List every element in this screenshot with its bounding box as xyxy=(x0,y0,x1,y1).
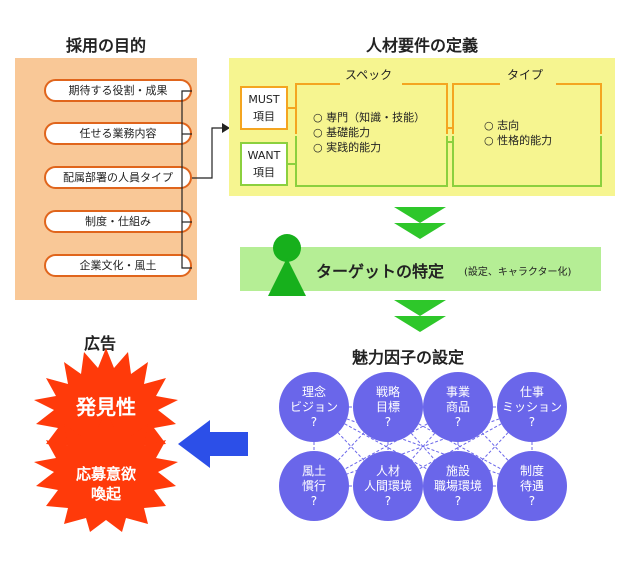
factor-label: 戦略 目標 ? xyxy=(375,384,400,429)
factor-label: 制度 待遇 ? xyxy=(519,463,544,508)
requirements-title: 人材要件の定義 xyxy=(365,36,478,55)
factor-label: 理念 ビジョン ? xyxy=(289,384,338,429)
purpose-title: 採用の目的 xyxy=(65,36,146,55)
factor-label: 風土 慣行 ? xyxy=(301,463,326,508)
requirements-panel xyxy=(229,58,615,196)
spec-item: ○ 基礎能力 xyxy=(313,126,371,139)
spec-item: ○ 専門（知識・技能） xyxy=(313,111,426,124)
factor-circle: 理念 ビジョン ? xyxy=(279,372,349,442)
spec-header: スペック xyxy=(345,68,393,82)
spec-item: ○ 実践的能力 xyxy=(313,141,382,154)
type-list: ○ 志向 ○ 性格的能力 xyxy=(484,118,552,148)
factor-circle: 戦略 目標 ? xyxy=(353,372,423,442)
burst-icon xyxy=(34,348,178,532)
target-label: ターゲットの特定 xyxy=(316,262,445,281)
factor-label: 施設 職場環境 ? xyxy=(433,463,482,508)
type-item: ○ 志向 xyxy=(484,119,520,132)
must-label: MUST 項目 xyxy=(240,86,288,130)
factor-circle: 事業 商品 ? xyxy=(423,372,493,442)
purpose-item: 企業文化・風土 xyxy=(44,254,192,277)
spec-list: ○ 専門（知識・技能） ○ 基礎能力 ○ 実践的能力 xyxy=(313,110,425,155)
ad-motivation: 応募意欲 喚起 xyxy=(75,465,136,503)
down-arrow-icon xyxy=(394,207,446,239)
purpose-item: 制度・仕組み xyxy=(44,210,192,233)
type-item: ○ 性格的能力 xyxy=(484,134,553,147)
factor-circle: 人材 人間環境 ? xyxy=(353,451,423,521)
factors-title: 魅力因子の設定 xyxy=(351,348,464,367)
purpose-item: 期待する役割・成果 xyxy=(44,79,192,102)
ad-title: 広告 xyxy=(83,334,116,353)
factor-label: 人材 人間環境 ? xyxy=(363,463,412,508)
factor-circle: 風土 慣行 ? xyxy=(279,451,349,521)
purpose-panel: 期待する役割・成果 任せる業務内容 配属部署の人員タイプ 制度・仕組み 企業文化… xyxy=(15,58,197,300)
target-note: (設定、キャラクター化) xyxy=(464,267,572,278)
purpose-item: 配属部署の人員タイプ xyxy=(44,166,192,189)
factor-label: 仕事 ミッション ? xyxy=(501,384,562,429)
down-arrow-icon xyxy=(394,300,446,332)
ad-discovery: 発見性 xyxy=(76,395,136,419)
want-label: WANT 項目 xyxy=(240,142,288,186)
left-arrow-icon xyxy=(178,420,248,468)
person-icon xyxy=(268,234,306,296)
type-header: タイプ xyxy=(507,68,544,82)
factor-circle: 仕事 ミッション ? xyxy=(497,372,567,442)
target-band xyxy=(240,247,601,291)
factor-label: 事業 商品 ? xyxy=(445,384,470,429)
factor-circle: 施設 職場環境 ? xyxy=(423,451,493,521)
purpose-item: 任せる業務内容 xyxy=(44,122,192,145)
factor-circle: 制度 待遇 ? xyxy=(497,451,567,521)
